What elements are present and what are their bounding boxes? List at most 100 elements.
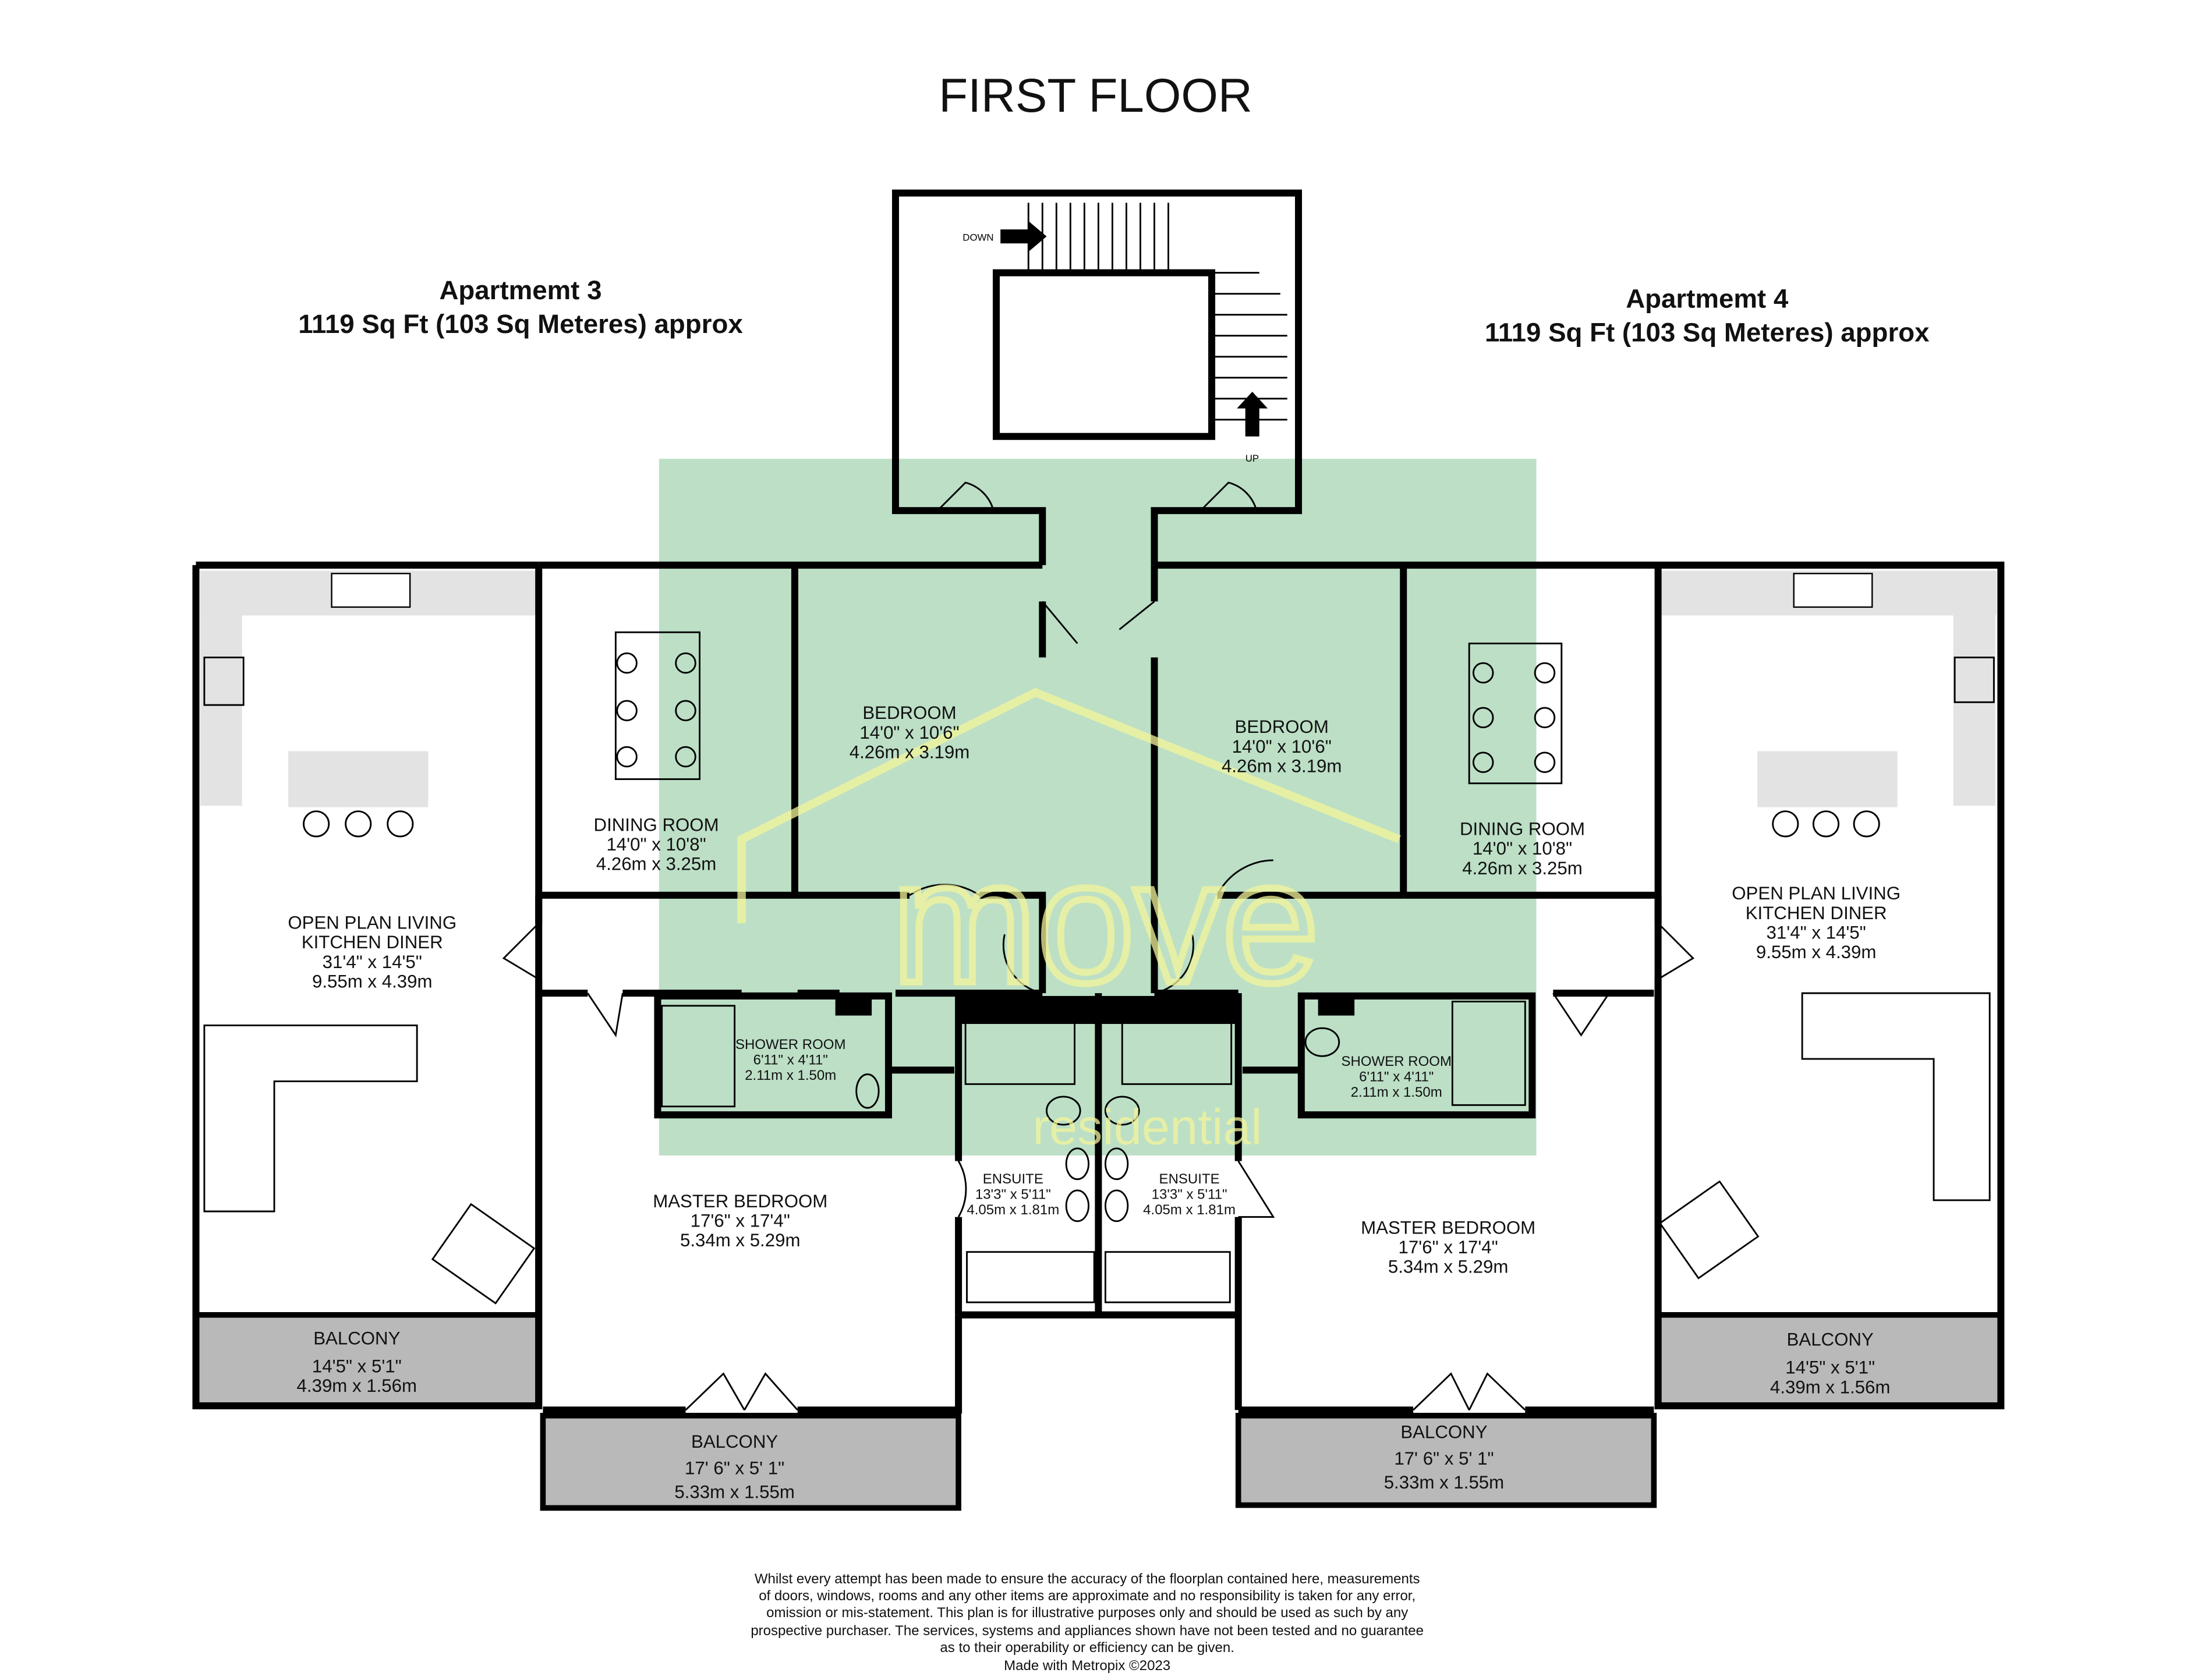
svg-text:17'6" x 17'4": 17'6" x 17'4" (691, 1210, 790, 1231)
svg-text:BALCONY: BALCONY (691, 1431, 778, 1452)
svg-text:6'11" x 4'11": 6'11" x 4'11" (753, 1052, 828, 1068)
sofa-left (203, 1024, 536, 1305)
door-swings (502, 481, 1695, 1411)
room-label-shower-right: SHOWER ROOM 6'11" x 4'11" 2.11m x 1.50m (1342, 1054, 1452, 1100)
up-arrow-icon (1237, 391, 1268, 437)
apartment-4-area: 1119 Sq Ft (103 Sq Meteres) approx (1485, 317, 1930, 347)
svg-text:4.26m x 3.19m: 4.26m x 3.19m (850, 742, 970, 762)
balcony-mid-left-area (540, 1413, 961, 1511)
svg-text:4.39m x 1.56m: 4.39m x 1.56m (1770, 1377, 1891, 1397)
svg-text:14'0" x 10'8": 14'0" x 10'8" (1473, 838, 1572, 859)
room-label-ensuite-right: ENSUITE 13'3" x 5'11" 4.05m x 1.81m (1143, 1171, 1236, 1218)
disclaimer: Whilst every attempt has been made to en… (751, 1571, 1424, 1674)
stool-icons (303, 810, 1880, 838)
svg-text:17' 6" x 5' 1": 17' 6" x 5' 1" (1394, 1448, 1494, 1469)
svg-text:KITCHEN DINER: KITCHEN DINER (302, 932, 443, 952)
svg-text:5.33m x 1.55m: 5.33m x 1.55m (674, 1482, 795, 1502)
watermark-sub: residential (1032, 1100, 1262, 1156)
staircase (1027, 203, 1287, 421)
svg-text:5.34m x 5.29m: 5.34m x 5.29m (1388, 1257, 1509, 1277)
svg-text:MASTER BEDROOM: MASTER BEDROOM (653, 1191, 827, 1211)
svg-text:14'0" x 10'6": 14'0" x 10'6" (1232, 736, 1332, 757)
svg-text:14'5" x 5'1": 14'5" x 5'1" (312, 1356, 402, 1376)
svg-text:17'6" x 17'4": 17'6" x 17'4" (1399, 1237, 1498, 1257)
svg-text:17' 6" x 5' 1": 17' 6" x 5' 1" (685, 1458, 784, 1479)
svg-text:BALCONY: BALCONY (313, 1328, 400, 1348)
svg-text:4.05m x 1.81m: 4.05m x 1.81m (1143, 1202, 1236, 1218)
svg-text:BALCONY: BALCONY (1400, 1422, 1487, 1442)
apartment-3-area: 1119 Sq Ft (103 Sq Meteres) approx (298, 309, 743, 339)
apartment-3-name: Apartmemt 3 (439, 275, 601, 305)
balcony-mid-right-area (1235, 1413, 1657, 1508)
walls (192, 189, 2005, 1414)
svg-text:OPEN PLAN LIVING: OPEN PLAN LIVING (288, 913, 457, 933)
svg-text:14'5" x 5'1": 14'5" x 5'1" (1785, 1358, 1875, 1378)
svg-text:of doors, windows, rooms and a: of doors, windows, rooms and any other i… (759, 1588, 1416, 1604)
room-label-dining-left: DINING ROOM 14'0" x 10'8" 4.26m x 3.25m (594, 814, 719, 874)
svg-text:as to their operability or eff: as to their operability or efficiency ca… (940, 1640, 1234, 1656)
down-arrow-icon (1000, 221, 1047, 252)
svg-text:ENSUITE: ENSUITE (1159, 1171, 1220, 1187)
svg-text:BEDROOM: BEDROOM (1235, 717, 1329, 737)
stairs-down-label: DOWN (962, 232, 993, 243)
svg-text:13'3" x 5'11": 13'3" x 5'11" (1152, 1186, 1227, 1202)
svg-text:9.55m x 4.39m: 9.55m x 4.39m (1756, 942, 1877, 962)
svg-text:2.11m x 1.50m: 2.11m x 1.50m (745, 1068, 836, 1083)
svg-text:9.55m x 4.39m: 9.55m x 4.39m (312, 972, 433, 992)
room-label-shower-left: SHOWER ROOM 6'11" x 4'11" 2.11m x 1.50m (735, 1037, 845, 1083)
room-label-balcony-left: BALCONY 14'5" x 5'1" 4.39m x 1.56m (297, 1328, 417, 1396)
kitchen-right (1661, 570, 1997, 807)
room-label-dining-right: DINING ROOM 14'0" x 10'8" 4.26m x 3.25m (1460, 819, 1585, 878)
svg-text:4.26m x 3.25m: 4.26m x 3.25m (596, 854, 717, 874)
stairs-up-label: UP (1245, 453, 1259, 464)
room-label-master-left: MASTER BEDROOM 17'6" x 17'4" 5.34m x 5.2… (653, 1191, 827, 1250)
svg-text:omission or mis-statement. Thi: omission or mis-statement. This plan is … (766, 1605, 1408, 1621)
svg-text:BEDROOM: BEDROOM (862, 703, 956, 723)
svg-text:4.39m x 1.56m: 4.39m x 1.56m (297, 1376, 417, 1396)
svg-text:5.33m x 1.55m: 5.33m x 1.55m (1384, 1472, 1505, 1493)
svg-text:DINING ROOM: DINING ROOM (1460, 819, 1585, 839)
svg-text:4.05m x 1.81m: 4.05m x 1.81m (967, 1202, 1059, 1218)
svg-text:6'11" x 4'11": 6'11" x 4'11" (1359, 1069, 1434, 1085)
svg-text:SHOWER ROOM: SHOWER ROOM (1342, 1054, 1452, 1069)
svg-text:14'0" x 10'8": 14'0" x 10'8" (606, 834, 706, 855)
svg-text:31'4" x 14'5": 31'4" x 14'5" (323, 952, 422, 972)
dining-table-right (1468, 642, 1563, 785)
svg-text:5.34m x 5.29m: 5.34m x 5.29m (680, 1230, 801, 1250)
sofa-right (1658, 992, 1991, 1280)
svg-text:prospective purchaser. The ser: prospective purchaser. The services, sys… (751, 1623, 1424, 1639)
room-label-ensuite-left: ENSUITE 13'3" x 5'11" 4.05m x 1.81m (967, 1171, 1059, 1218)
balcony-left-area (193, 1312, 542, 1409)
svg-text:ENSUITE: ENSUITE (983, 1171, 1043, 1187)
room-label-master-right: MASTER BEDROOM 17'6" x 17'4" 5.34m x 5.2… (1361, 1217, 1535, 1277)
apartment-4-name: Apartmemt 4 (1626, 284, 1789, 314)
balcony-right-area (1655, 1312, 2004, 1409)
svg-text:2.11m x 1.50m: 2.11m x 1.50m (1351, 1084, 1442, 1100)
svg-text:MASTER BEDROOM: MASTER BEDROOM (1361, 1217, 1535, 1238)
svg-text:13'3" x 5'11": 13'3" x 5'11" (975, 1186, 1051, 1202)
svg-text:4.26m x 3.25m: 4.26m x 3.25m (1462, 858, 1583, 878)
svg-text:14'0" x 10'6": 14'0" x 10'6" (859, 722, 959, 743)
svg-text:KITCHEN DINER: KITCHEN DINER (1746, 903, 1887, 923)
svg-text:Whilst every attempt has been: Whilst every attempt has been made to en… (755, 1571, 1420, 1587)
dining-table-left (614, 631, 700, 780)
watermark-word: move (891, 824, 1319, 1019)
svg-text:4.26m x 3.19m: 4.26m x 3.19m (1222, 756, 1342, 776)
hob-icons (203, 656, 1995, 706)
room-label-bedroom-left: BEDROOM 14'0" x 10'6" 4.26m x 3.19m (850, 703, 970, 762)
room-label-living-left: OPEN PLAN LIVING KITCHEN DINER 31'4" x 1… (288, 913, 457, 992)
room-label-balcony-right: BALCONY 14'5" x 5'1" 4.39m x 1.56m (1770, 1330, 1891, 1398)
svg-text:OPEN PLAN LIVING: OPEN PLAN LIVING (1732, 883, 1901, 903)
svg-text:SHOWER ROOM: SHOWER ROOM (735, 1037, 845, 1052)
svg-text:DINING ROOM: DINING ROOM (594, 814, 719, 835)
room-label-bedroom-right: BEDROOM 14'0" x 10'6" 4.26m x 3.19m (1222, 717, 1342, 776)
kitchen-left (200, 570, 536, 807)
svg-text:Made with Metropix ©2023: Made with Metropix ©2023 (1004, 1658, 1170, 1674)
watermark-logo: move residential (737, 687, 1401, 1156)
room-label-balcony-mid-left: BALCONY 17' 6" x 5' 1" 5.33m x 1.55m (674, 1431, 795, 1502)
svg-text:31'4" x 14'5": 31'4" x 14'5" (1767, 922, 1866, 942)
page-title: FIRST FLOOR (939, 69, 1252, 122)
room-label-balcony-mid-right: BALCONY 17' 6" x 5' 1" 5.33m x 1.55m (1384, 1422, 1505, 1493)
room-label-living-right: OPEN PLAN LIVING KITCHEN DINER 31'4" x 1… (1732, 883, 1901, 962)
